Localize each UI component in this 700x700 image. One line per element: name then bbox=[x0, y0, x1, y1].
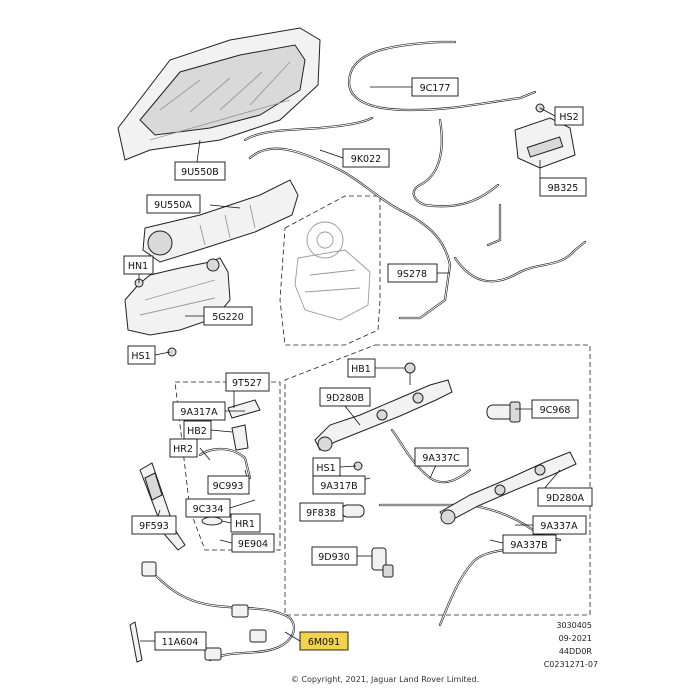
svg-text:HS1: HS1 bbox=[316, 463, 335, 474]
label-9C334: 9C334 bbox=[185, 498, 231, 518]
fuel-pump-ghost bbox=[294, 221, 371, 321]
label-HS1-lower: HS1 bbox=[312, 457, 341, 477]
sensor-9F838 bbox=[341, 504, 365, 518]
bracket-9B325 bbox=[514, 117, 576, 169]
label-9C177: 9C177 bbox=[411, 77, 459, 97]
label-5G220: 5G220 bbox=[203, 306, 253, 326]
svg-text:9F838: 9F838 bbox=[306, 508, 336, 519]
injector-9F593 bbox=[139, 462, 186, 551]
svg-text:HS1: HS1 bbox=[131, 351, 150, 362]
label-9A317A: 9A317A bbox=[172, 401, 226, 421]
sensor-9D930 bbox=[371, 547, 394, 578]
label-9C968: 9C968 bbox=[531, 399, 579, 419]
label-9C993: 9C993 bbox=[207, 475, 250, 495]
label-HR1: HR1 bbox=[230, 513, 261, 533]
svg-text:HS2: HS2 bbox=[559, 112, 578, 123]
svg-text:9U550B: 9U550B bbox=[181, 167, 219, 178]
svg-text:C0231271-07: C0231271-07 bbox=[544, 660, 598, 669]
injector-group-outline bbox=[174, 381, 281, 551]
label-HB2: HB2 bbox=[183, 420, 212, 440]
label-9U550A: 9U550A bbox=[146, 194, 201, 214]
engine-cover-9U550B bbox=[117, 27, 321, 161]
label-9S278: 9S278 bbox=[387, 263, 438, 283]
label-9T527: 9T527 bbox=[225, 372, 270, 392]
label-HN1: HN1 bbox=[123, 255, 154, 275]
svg-text:9D280B: 9D280B bbox=[326, 393, 364, 404]
svg-text:9A337C: 9A337C bbox=[422, 453, 460, 464]
svg-text:9D930: 9D930 bbox=[318, 552, 350, 563]
svg-text:9A317B: 9A317B bbox=[320, 481, 357, 492]
svg-text:9E904: 9E904 bbox=[238, 539, 268, 550]
svg-text:5G220: 5G220 bbox=[212, 312, 244, 323]
label-HR2: HR2 bbox=[169, 438, 198, 458]
label-9A337B: 9A337B bbox=[502, 534, 557, 554]
seal-HR1 bbox=[201, 516, 223, 526]
label-9E904: 9E904 bbox=[231, 533, 275, 553]
label-9D930: 9D930 bbox=[311, 546, 358, 566]
label-HB1: HB1 bbox=[347, 358, 376, 378]
label-9A317B: 9A317B bbox=[312, 475, 366, 495]
fuel-rail-9D280A bbox=[439, 451, 577, 525]
svg-text:HR1: HR1 bbox=[235, 519, 255, 530]
wiring-harness-6M091 bbox=[141, 561, 295, 662]
svg-text:HB1: HB1 bbox=[351, 364, 371, 375]
svg-text:9K022: 9K022 bbox=[351, 154, 381, 165]
label-HS2: HS2 bbox=[554, 106, 584, 126]
svg-text:9A337A: 9A337A bbox=[540, 521, 578, 532]
svg-text:9B325: 9B325 bbox=[548, 183, 579, 194]
svg-text:9S278: 9S278 bbox=[397, 269, 427, 280]
reference-block: 3030405 09-2021 44DD0R C0231271-07 bbox=[544, 621, 598, 669]
sensor-9C968 bbox=[486, 401, 521, 423]
label-11A604: 11A604 bbox=[154, 631, 207, 651]
label-9F838: 9F838 bbox=[299, 502, 344, 522]
label-9U550B: 9U550B bbox=[174, 161, 226, 181]
fuel-rail-9D280B bbox=[314, 379, 453, 452]
svg-text:9A337B: 9A337B bbox=[510, 540, 547, 551]
svg-text:9A317A: 9A317A bbox=[180, 407, 218, 418]
svg-text:9U550A: 9U550A bbox=[154, 200, 192, 211]
svg-text:9C993: 9C993 bbox=[213, 481, 244, 492]
svg-text:09-2021: 09-2021 bbox=[559, 634, 592, 643]
label-6M091: 6M091 bbox=[299, 631, 349, 651]
label-9D280A: 9D280A bbox=[537, 487, 593, 507]
svg-text:44DD0R: 44DD0R bbox=[559, 647, 593, 656]
fuel-rail-group-outline bbox=[284, 344, 591, 616]
fuel-pump-group-outline bbox=[279, 195, 381, 346]
svg-text:9D280A: 9D280A bbox=[546, 493, 584, 504]
label-9K022: 9K022 bbox=[342, 148, 390, 168]
svg-text:9C968: 9C968 bbox=[540, 405, 571, 416]
label-9A337C: 9A337C bbox=[414, 447, 469, 467]
label-9D280B: 9D280B bbox=[319, 387, 371, 407]
svg-text:3030405: 3030405 bbox=[556, 621, 592, 630]
bolt-HB1 bbox=[404, 362, 416, 385]
injector-clamp-9T527 bbox=[227, 399, 261, 451]
label-9F593: 9F593 bbox=[131, 515, 177, 535]
label-9B325: 9B325 bbox=[539, 177, 587, 197]
svg-text:6M091: 6M091 bbox=[308, 637, 340, 648]
svg-text:11A604: 11A604 bbox=[162, 637, 199, 648]
label-HS1-upper: HS1 bbox=[127, 345, 156, 365]
svg-text:9F593: 9F593 bbox=[139, 521, 169, 532]
svg-text:9C334: 9C334 bbox=[193, 504, 224, 515]
svg-text:HR2: HR2 bbox=[173, 444, 193, 455]
glow-plug-11A604 bbox=[129, 621, 143, 663]
svg-text:HN1: HN1 bbox=[128, 261, 148, 272]
copyright-notice: © Copyright, 2021, Jaguar Land Rover Lim… bbox=[291, 675, 479, 684]
svg-text:9T527: 9T527 bbox=[232, 378, 262, 389]
svg-text:9C177: 9C177 bbox=[420, 83, 451, 94]
svg-text:HB2: HB2 bbox=[187, 426, 207, 437]
label-9A337A: 9A337A bbox=[532, 515, 587, 535]
intake-manifold-9U550A bbox=[142, 179, 299, 263]
